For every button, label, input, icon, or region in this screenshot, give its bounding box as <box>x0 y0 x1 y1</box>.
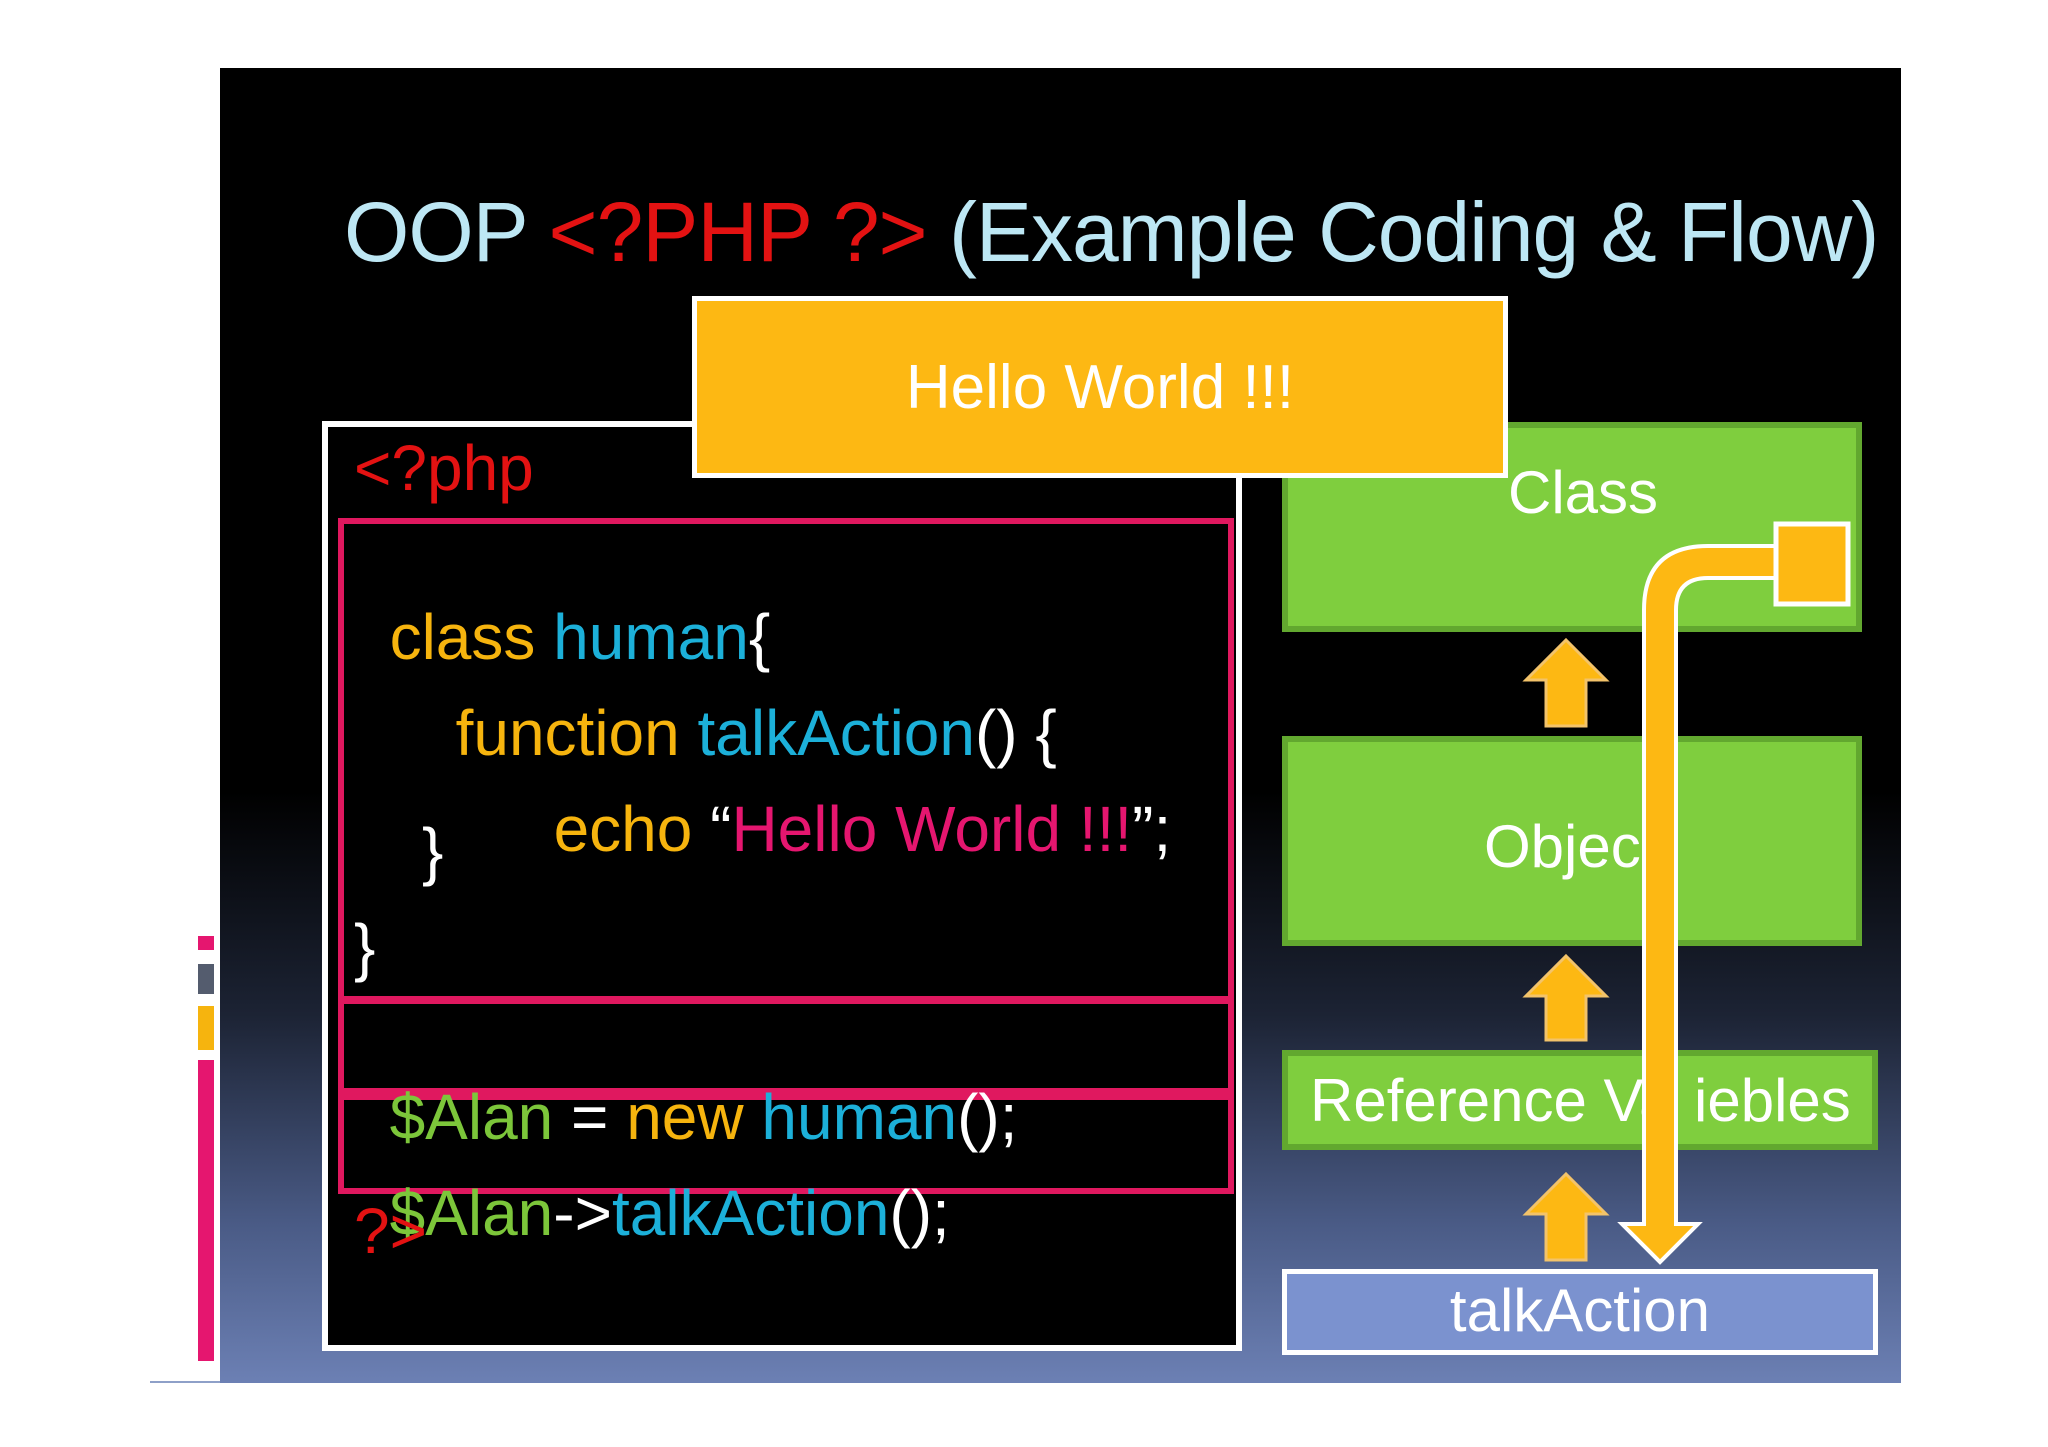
quote-open: “ <box>692 793 732 865</box>
class-declaration-line: class human{ <box>354 526 771 674</box>
object-creation-line: $Alan = new human(); <box>354 1006 1018 1154</box>
class-box: Class <box>1282 422 1862 632</box>
function-name: talkAction <box>679 697 975 769</box>
hello-world-callout: Hello World !!! <box>692 296 1508 478</box>
php-open-tag: <?php <box>354 432 534 504</box>
title-bars-decoration <box>188 185 220 269</box>
talkaction-box: talkAction <box>1282 1269 1878 1355</box>
reference-label-right: iebles <box>1694 1067 1851 1134</box>
function-keyword: function <box>455 697 680 769</box>
function-paren: () { <box>974 697 1057 769</box>
up-arrow-icon <box>1522 637 1610 728</box>
title-php-tag: <?PHP ?> <box>548 185 928 279</box>
up-arrow-icon <box>1522 1171 1610 1262</box>
method-flow-arrow-icon <box>1617 544 1778 1265</box>
class-name: human <box>535 601 749 673</box>
function-declaration-line: function talkAction() { <box>420 622 1057 770</box>
code-panel <box>322 421 1242 1351</box>
new-class-name: human <box>743 1081 958 1153</box>
method-call-highlight <box>338 1094 1234 1194</box>
quote-close: ”; <box>1132 793 1172 865</box>
echo-keyword: echo <box>553 793 693 865</box>
function-close-brace: } <box>422 815 444 887</box>
method-square-icon <box>1773 521 1851 607</box>
arrow-operator: -> <box>553 1177 612 1249</box>
new-tail: (); <box>957 1081 1018 1153</box>
up-arrow-icon <box>1522 953 1610 1042</box>
class-keyword: class <box>389 601 536 673</box>
variable-alan: $Alan <box>389 1081 554 1153</box>
title-prefix: OOP <box>344 185 549 279</box>
object-label: Objec <box>1484 813 1641 880</box>
assign-operator: = <box>553 1081 627 1153</box>
left-color-strip <box>198 936 214 1361</box>
slide-title: OOP <?PHP ?> (Example Coding & Flow) <box>344 184 1879 281</box>
echo-line: echo “Hello World !!!”; <box>518 718 1172 866</box>
object-creation-highlight <box>338 998 1234 1094</box>
reference-label-left: Reference Va <box>1310 1067 1673 1134</box>
echo-string: Hello World !!! <box>731 793 1133 865</box>
reference-variables-box: Reference Va iebles <box>1282 1050 1878 1150</box>
method-call-line: $Alan->talkAction(); <box>354 1102 950 1250</box>
call-tail: (); <box>889 1177 950 1249</box>
class-close-brace: } <box>354 911 376 983</box>
new-keyword: new <box>626 1081 744 1153</box>
object-box: Objec <box>1282 736 1862 946</box>
slide-bottom-line <box>150 1381 220 1383</box>
title-suffix: (Example Coding & Flow) <box>926 185 1879 279</box>
method-name: talkAction <box>611 1177 890 1249</box>
class-brace-open: { <box>748 601 771 673</box>
class-label: Class <box>1508 459 1659 526</box>
php-close-tag: ?> <box>354 1195 427 1267</box>
variable-alan-call: $Alan <box>389 1177 554 1249</box>
